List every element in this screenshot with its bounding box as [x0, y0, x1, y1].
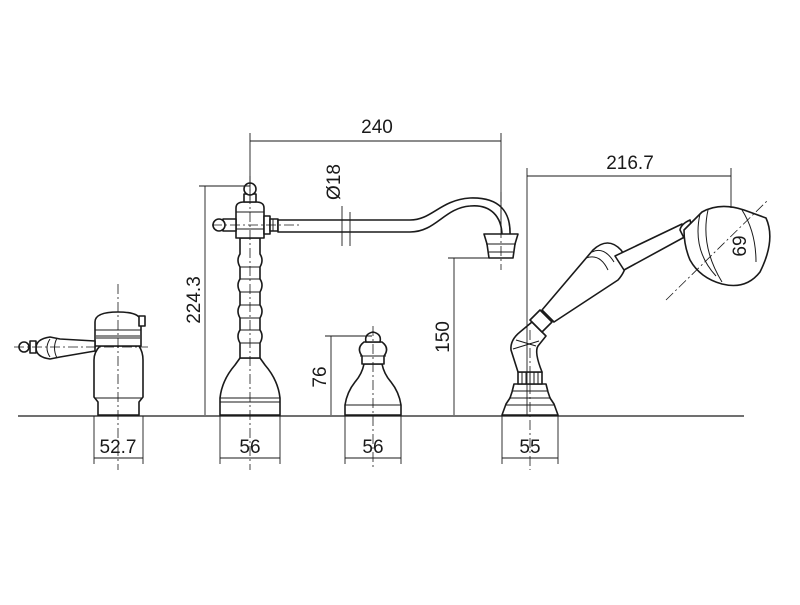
valve-base-width-label: 56 — [362, 437, 383, 458]
dimension-diameter: Ø18 — [324, 164, 351, 246]
pipe-diameter-label: Ø18 — [324, 164, 345, 200]
dimension-55: 55 — [501, 416, 559, 464]
mixer-base-width-label: 56 — [239, 437, 260, 458]
dimension-216: 216.7 — [526, 153, 732, 416]
lever-diverter-body — [93, 345, 144, 416]
dimension-240: 240 — [249, 117, 502, 230]
spout-arm — [277, 197, 511, 237]
mixer-height-label: 224.3 — [184, 276, 205, 324]
shower-base — [501, 383, 559, 416]
shower-handle-collar — [529, 309, 553, 333]
mixer-spout — [212, 176, 519, 470]
dimension-52-7: 52.7 — [93, 416, 144, 464]
valve-height-label: 76 — [310, 366, 331, 387]
spout-reach-label: 240 — [361, 117, 393, 138]
shower-head-width-label: 69 — [730, 235, 751, 256]
dimension-76: 76 — [310, 335, 372, 415]
lever-diverter-stop — [138, 315, 146, 327]
shower-neck — [614, 223, 691, 271]
spout-clearance-label: 150 — [433, 321, 454, 353]
shower-handle — [541, 242, 627, 323]
hand-shower — [501, 199, 771, 470]
lever-base-width-label: 52.7 — [100, 437, 137, 458]
dimension-150: 150 — [433, 257, 500, 415]
shower-base-width-label: 55 — [519, 437, 540, 458]
shower-head — [683, 205, 771, 287]
shower-head-axis — [665, 199, 769, 301]
lever-diverter — [14, 284, 148, 470]
dimension-56-valve: 56 — [344, 416, 402, 464]
dimension-56-mixer: 56 — [219, 416, 281, 464]
dimension-224: 224.3 — [184, 185, 250, 415]
lever-handle — [35, 336, 96, 360]
shower-hose-label: 216.7 — [606, 153, 654, 174]
valve — [344, 326, 402, 470]
